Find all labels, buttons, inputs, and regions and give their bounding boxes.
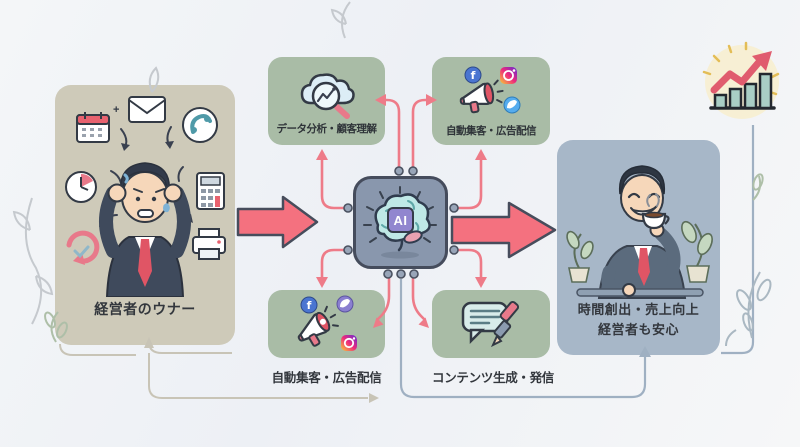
relaxed-owner-label: 時間創出・売上向上 経営者も安心 bbox=[578, 300, 700, 339]
stressed-owner-label: 経営者のウナー bbox=[94, 301, 196, 317]
phone-icon bbox=[182, 107, 218, 143]
cloud-search-analytics-icon bbox=[300, 72, 355, 119]
stressed-owner-panel: + bbox=[55, 85, 235, 345]
instagram-icon bbox=[500, 66, 517, 84]
auto-marketing-box-top: f 自 bbox=[432, 57, 550, 145]
big-arrow-right bbox=[450, 201, 557, 259]
relaxed-owner-label-line1: 時間創出・売上向上 bbox=[577, 302, 700, 317]
megaphone-icon bbox=[459, 79, 504, 113]
content-creation-box bbox=[432, 290, 550, 358]
big-arrow-left bbox=[236, 195, 319, 249]
svg-text:+: + bbox=[113, 104, 119, 116]
growth-chart-icon bbox=[702, 41, 780, 119]
content-creation-label: コンテンツ生成・発信 bbox=[432, 371, 555, 385]
calculator-icon bbox=[196, 172, 225, 210]
auto-marketing-label-bottom: 自動集客・広告配信 bbox=[271, 371, 382, 385]
relaxed-owner-panel: 時間創出・売上向上 経営者も安心 bbox=[557, 140, 720, 355]
refresh-icon bbox=[66, 230, 100, 265]
stressed-owner-figure bbox=[99, 162, 191, 297]
svg-text:f: f bbox=[471, 69, 476, 82]
ai-chip-label: AI bbox=[387, 207, 414, 233]
data-analysis-label: データ分析・顧客理解 bbox=[276, 122, 378, 135]
auto-marketing-label-top: 自動集客・広告配信 bbox=[446, 124, 537, 137]
megaphone-icon bbox=[297, 305, 339, 347]
twitter-icon bbox=[336, 295, 353, 313]
calendar-icon: + bbox=[76, 104, 119, 143]
clock-icon bbox=[65, 171, 97, 203]
facebook-icon: f bbox=[464, 66, 482, 83]
plant-icon bbox=[681, 220, 713, 283]
svg-text:f: f bbox=[306, 299, 311, 312]
twitter-icon bbox=[503, 96, 521, 113]
envelope-icon bbox=[128, 96, 166, 123]
stressed-owner-illustration: + bbox=[65, 96, 226, 297]
coffee-cup-icon bbox=[641, 193, 670, 230]
printer-icon bbox=[192, 228, 226, 260]
megaphone-social-icon: f bbox=[297, 295, 357, 351]
relaxed-owner-label-line2: 経営者も安心 bbox=[597, 321, 679, 337]
bars bbox=[713, 72, 773, 110]
leaf-doodle bbox=[725, 271, 772, 347]
relaxed-owner-illustration bbox=[566, 165, 713, 299]
plant-icon bbox=[566, 230, 594, 283]
instagram-icon bbox=[340, 335, 357, 351]
content-writing-icon bbox=[461, 300, 520, 348]
data-analysis-box: データ分析・顧客理解 bbox=[268, 57, 385, 145]
megaphone-social-icon: f bbox=[459, 66, 521, 113]
auto-marketing-box-bottom: f bbox=[268, 290, 385, 358]
facebook-icon: f bbox=[300, 296, 317, 314]
